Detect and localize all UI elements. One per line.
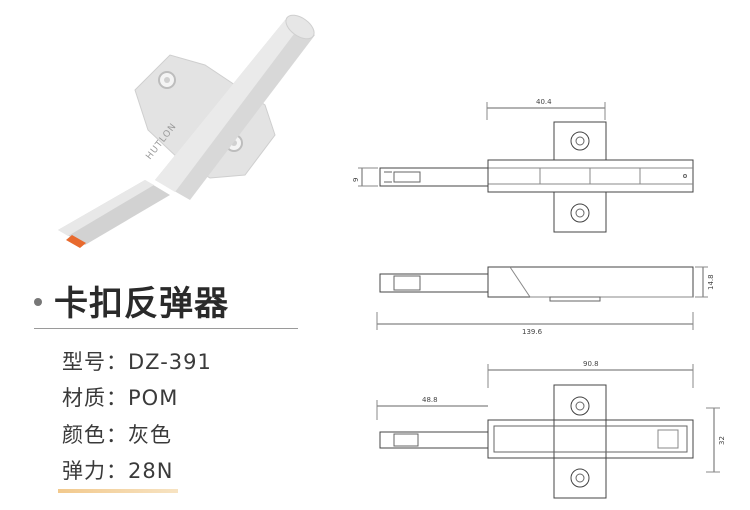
spec-label: 型号： [62, 350, 128, 374]
spec-value: 灰色 [128, 423, 172, 447]
technical-drawing: 40.4 9 14.8 [352, 98, 726, 499]
spec-force: 弹力：28N [62, 455, 173, 485]
spec-color: 颜色：灰色 [62, 419, 172, 449]
dim-top-height: 9 [352, 178, 360, 182]
dim-bottom-height: 32 [718, 436, 726, 445]
product-title: 卡扣反弹器 [54, 284, 229, 324]
mounting-plate [134, 54, 276, 179]
dim-bottom-partial: 48.8 [422, 396, 438, 404]
dim-side-length: 139.6 [522, 328, 543, 336]
orange-tip [66, 235, 86, 248]
spec-value: 28N [128, 459, 174, 483]
bottom-view: 90.8 48.8 32 [376, 360, 726, 499]
spec-material: 材质：POM [62, 382, 178, 412]
piston-rod [58, 180, 170, 248]
product-photo: HUTLON [58, 14, 315, 248]
spec-label: 颜色： [62, 423, 128, 447]
dim-side-height: 14.8 [707, 274, 715, 290]
title-bullet [34, 298, 42, 306]
side-view: 14.8 139.6 [376, 266, 715, 336]
accent-bar [58, 489, 178, 493]
spec-label: 弹力： [62, 459, 128, 483]
spec-model: 型号：DZ-391 [62, 346, 212, 376]
title-divider [34, 328, 298, 329]
dim-top-width: 40.4 [536, 98, 552, 106]
spec-value: POM [128, 386, 179, 410]
spec-value: DZ-391 [128, 350, 212, 374]
dim-bottom-total: 90.8 [583, 360, 599, 368]
damper-body [155, 14, 315, 200]
spec-label: 材质： [62, 386, 128, 410]
top-view: 40.4 9 [352, 98, 694, 233]
